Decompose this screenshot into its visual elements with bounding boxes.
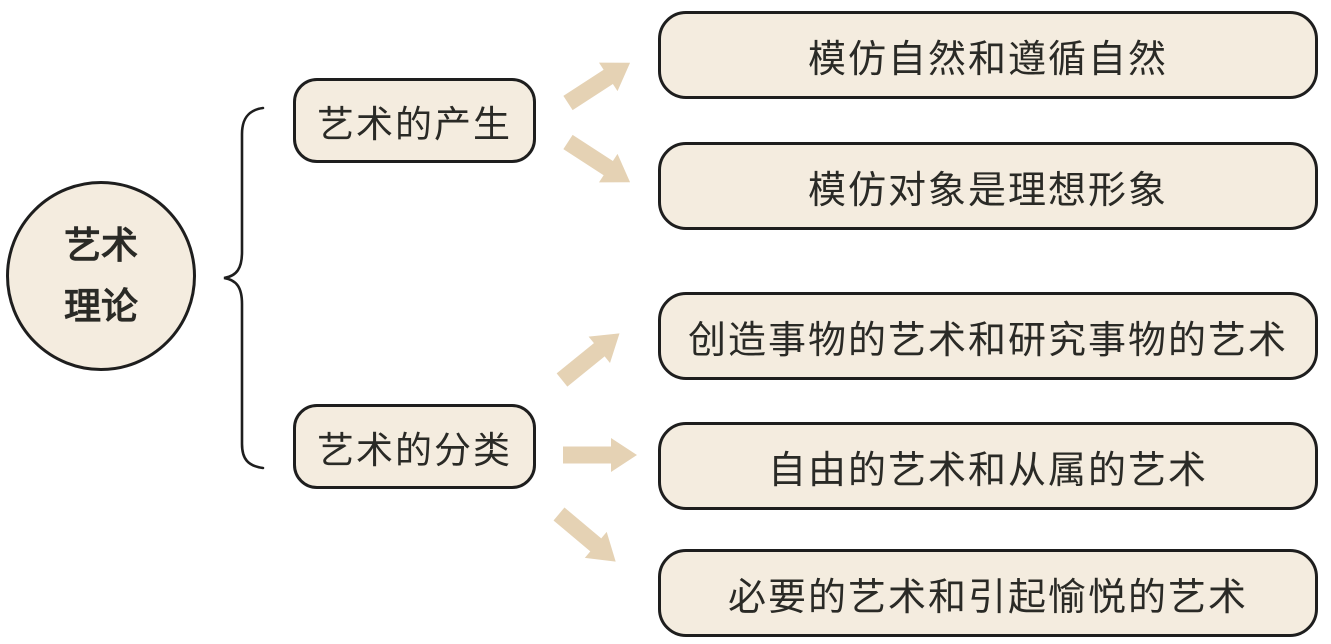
arrow-icon-class-to-leaf3 [556, 333, 620, 387]
root-node-art-theory: 艺术 理论 [6, 181, 196, 371]
leaf-node-ideal-image: 模仿对象是理想形象 [658, 142, 1318, 230]
leaf-label: 必要的艺术和引起愉悦的艺术 [727, 576, 1248, 619]
arrow-icon-origin-to-leaf2 [563, 134, 631, 183]
arrow-icon-class-to-leaf4 [563, 438, 637, 472]
root-label-line1: 艺术 [64, 224, 138, 266]
leaf-node-necessary-vs-pleasure: 必要的艺术和引起愉悦的艺术 [658, 549, 1318, 637]
curly-brace-icon [223, 106, 265, 470]
leaf-label: 模仿对象是理想形象 [807, 169, 1168, 212]
leaf-label: 自由的艺术和从属的艺术 [767, 449, 1208, 492]
arrow-icon-class-to-leaf5 [553, 507, 616, 562]
leaf-label: 创造事物的艺术和研究事物的艺术 [687, 319, 1288, 362]
leaf-label: 模仿自然和遵循自然 [807, 38, 1168, 81]
leaf-node-free-vs-subordinate: 自由的艺术和从属的艺术 [658, 422, 1318, 510]
leaf-node-creating-vs-studying: 创造事物的艺术和研究事物的艺术 [658, 292, 1318, 380]
arrow-icon-origin-to-leaf1 [563, 62, 631, 111]
root-label-line2: 理论 [64, 286, 138, 327]
branch-node-origin-of-art: 艺术的产生 [293, 78, 536, 163]
leaf-node-imitate-follow-nature: 模仿自然和遵循自然 [658, 11, 1318, 99]
branch-label: 艺术的分类 [317, 429, 512, 471]
branch-node-classification-of-art: 艺术的分类 [293, 404, 536, 489]
branch-label: 艺术的产生 [317, 103, 512, 145]
